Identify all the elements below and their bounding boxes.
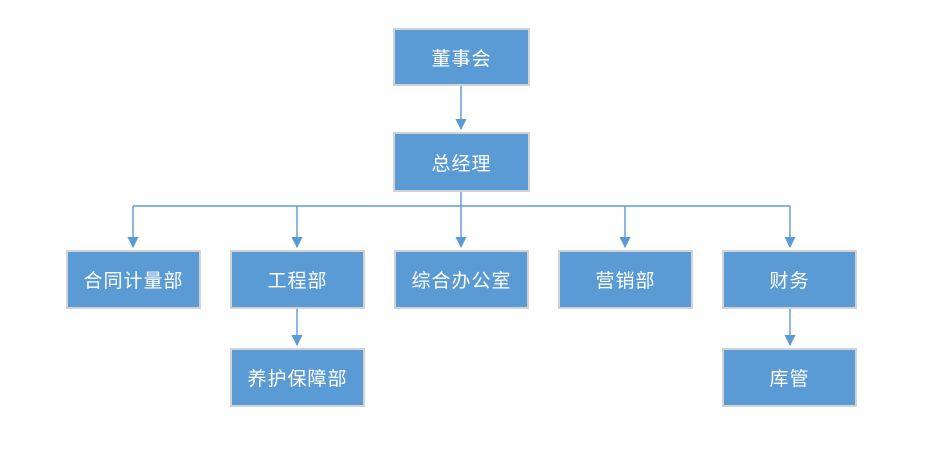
org-node-contract-measurement-label: 合同计量部 <box>83 271 184 292</box>
org-node-warehouse[interactable]: 库管 <box>722 348 857 407</box>
org-node-general-office[interactable]: 综合办公室 <box>394 250 529 309</box>
org-node-board-label: 董事会 <box>431 48 492 70</box>
org-node-warehouse-label: 库管 <box>769 369 810 390</box>
org-node-maintenance-support[interactable]: 养护保障部 <box>230 348 365 407</box>
org-node-board[interactable]: 董事会 <box>393 28 530 86</box>
org-node-engineering[interactable]: 工程部 <box>230 250 365 309</box>
org-node-marketing-label: 营销部 <box>595 271 656 292</box>
org-node-finance-label: 财务 <box>769 271 810 292</box>
org-node-engineering-label: 工程部 <box>267 271 328 292</box>
org-node-general-manager[interactable]: 总经理 <box>393 132 530 192</box>
org-node-maintenance-support-label: 养护保障部 <box>247 369 348 390</box>
org-node-marketing[interactable]: 营销部 <box>558 250 693 309</box>
org-node-general-manager-label: 总经理 <box>431 153 492 175</box>
org-node-contract-measurement[interactable]: 合同计量部 <box>66 250 201 309</box>
org-node-general-office-label: 综合办公室 <box>411 271 512 292</box>
org-node-finance[interactable]: 财务 <box>722 250 857 309</box>
